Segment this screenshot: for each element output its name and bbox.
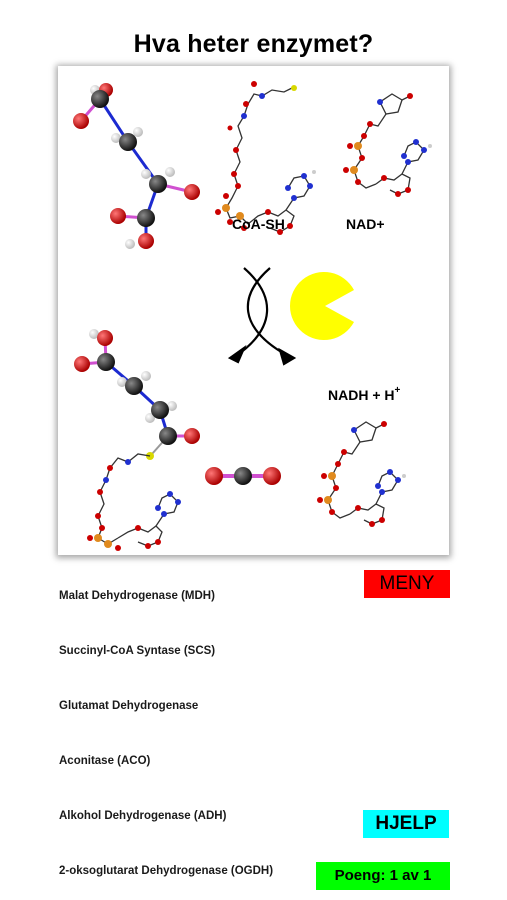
answer-option-mdh[interactable]: Malat Dehydrogenase (MDH) [59, 590, 215, 602]
oxoglutarate-molecule [73, 83, 200, 249]
reaction-arrows-icon [227, 267, 297, 366]
nad-label: NAD+ [346, 216, 385, 232]
answer-option-scs[interactable]: Succinyl-CoA Syntase (SCS) [59, 645, 216, 657]
answer-option-ogdh[interactable]: 2-oksoglutarat Dehydrogenase (OGDH) [59, 865, 274, 877]
answer-option-adh[interactable]: Alkohol Dehydrogenase (ADH) [59, 810, 227, 822]
help-button[interactable]: HJELP [363, 810, 449, 838]
reaction-image: CoA-SH NAD+ [58, 66, 449, 555]
nad-atoms [343, 93, 432, 197]
nad-molecule [353, 93, 425, 195]
pacman-icon [290, 272, 354, 340]
succinyl-coa-atoms [87, 459, 181, 551]
co2-molecule [205, 467, 281, 485]
reaction-diagram: CoA-SH NAD+ [73, 81, 432, 551]
nadh-atoms [317, 421, 406, 527]
answer-option-glutamat[interactable]: Glutamat Dehydrogenase [59, 700, 199, 712]
nadh-label: NADH + H+ [328, 385, 401, 403]
menu-button[interactable]: MENY [364, 570, 450, 598]
coa-label: CoA-SH [232, 216, 285, 232]
page-title: Hva heter enzymet? [133, 30, 374, 58]
succinyl-coa-molecule [74, 329, 200, 460]
coa-atoms [215, 81, 316, 235]
score-badge: Poeng: 1 av 1 [316, 862, 450, 890]
answer-option-aco[interactable]: Aconitase (ACO) [59, 755, 151, 767]
